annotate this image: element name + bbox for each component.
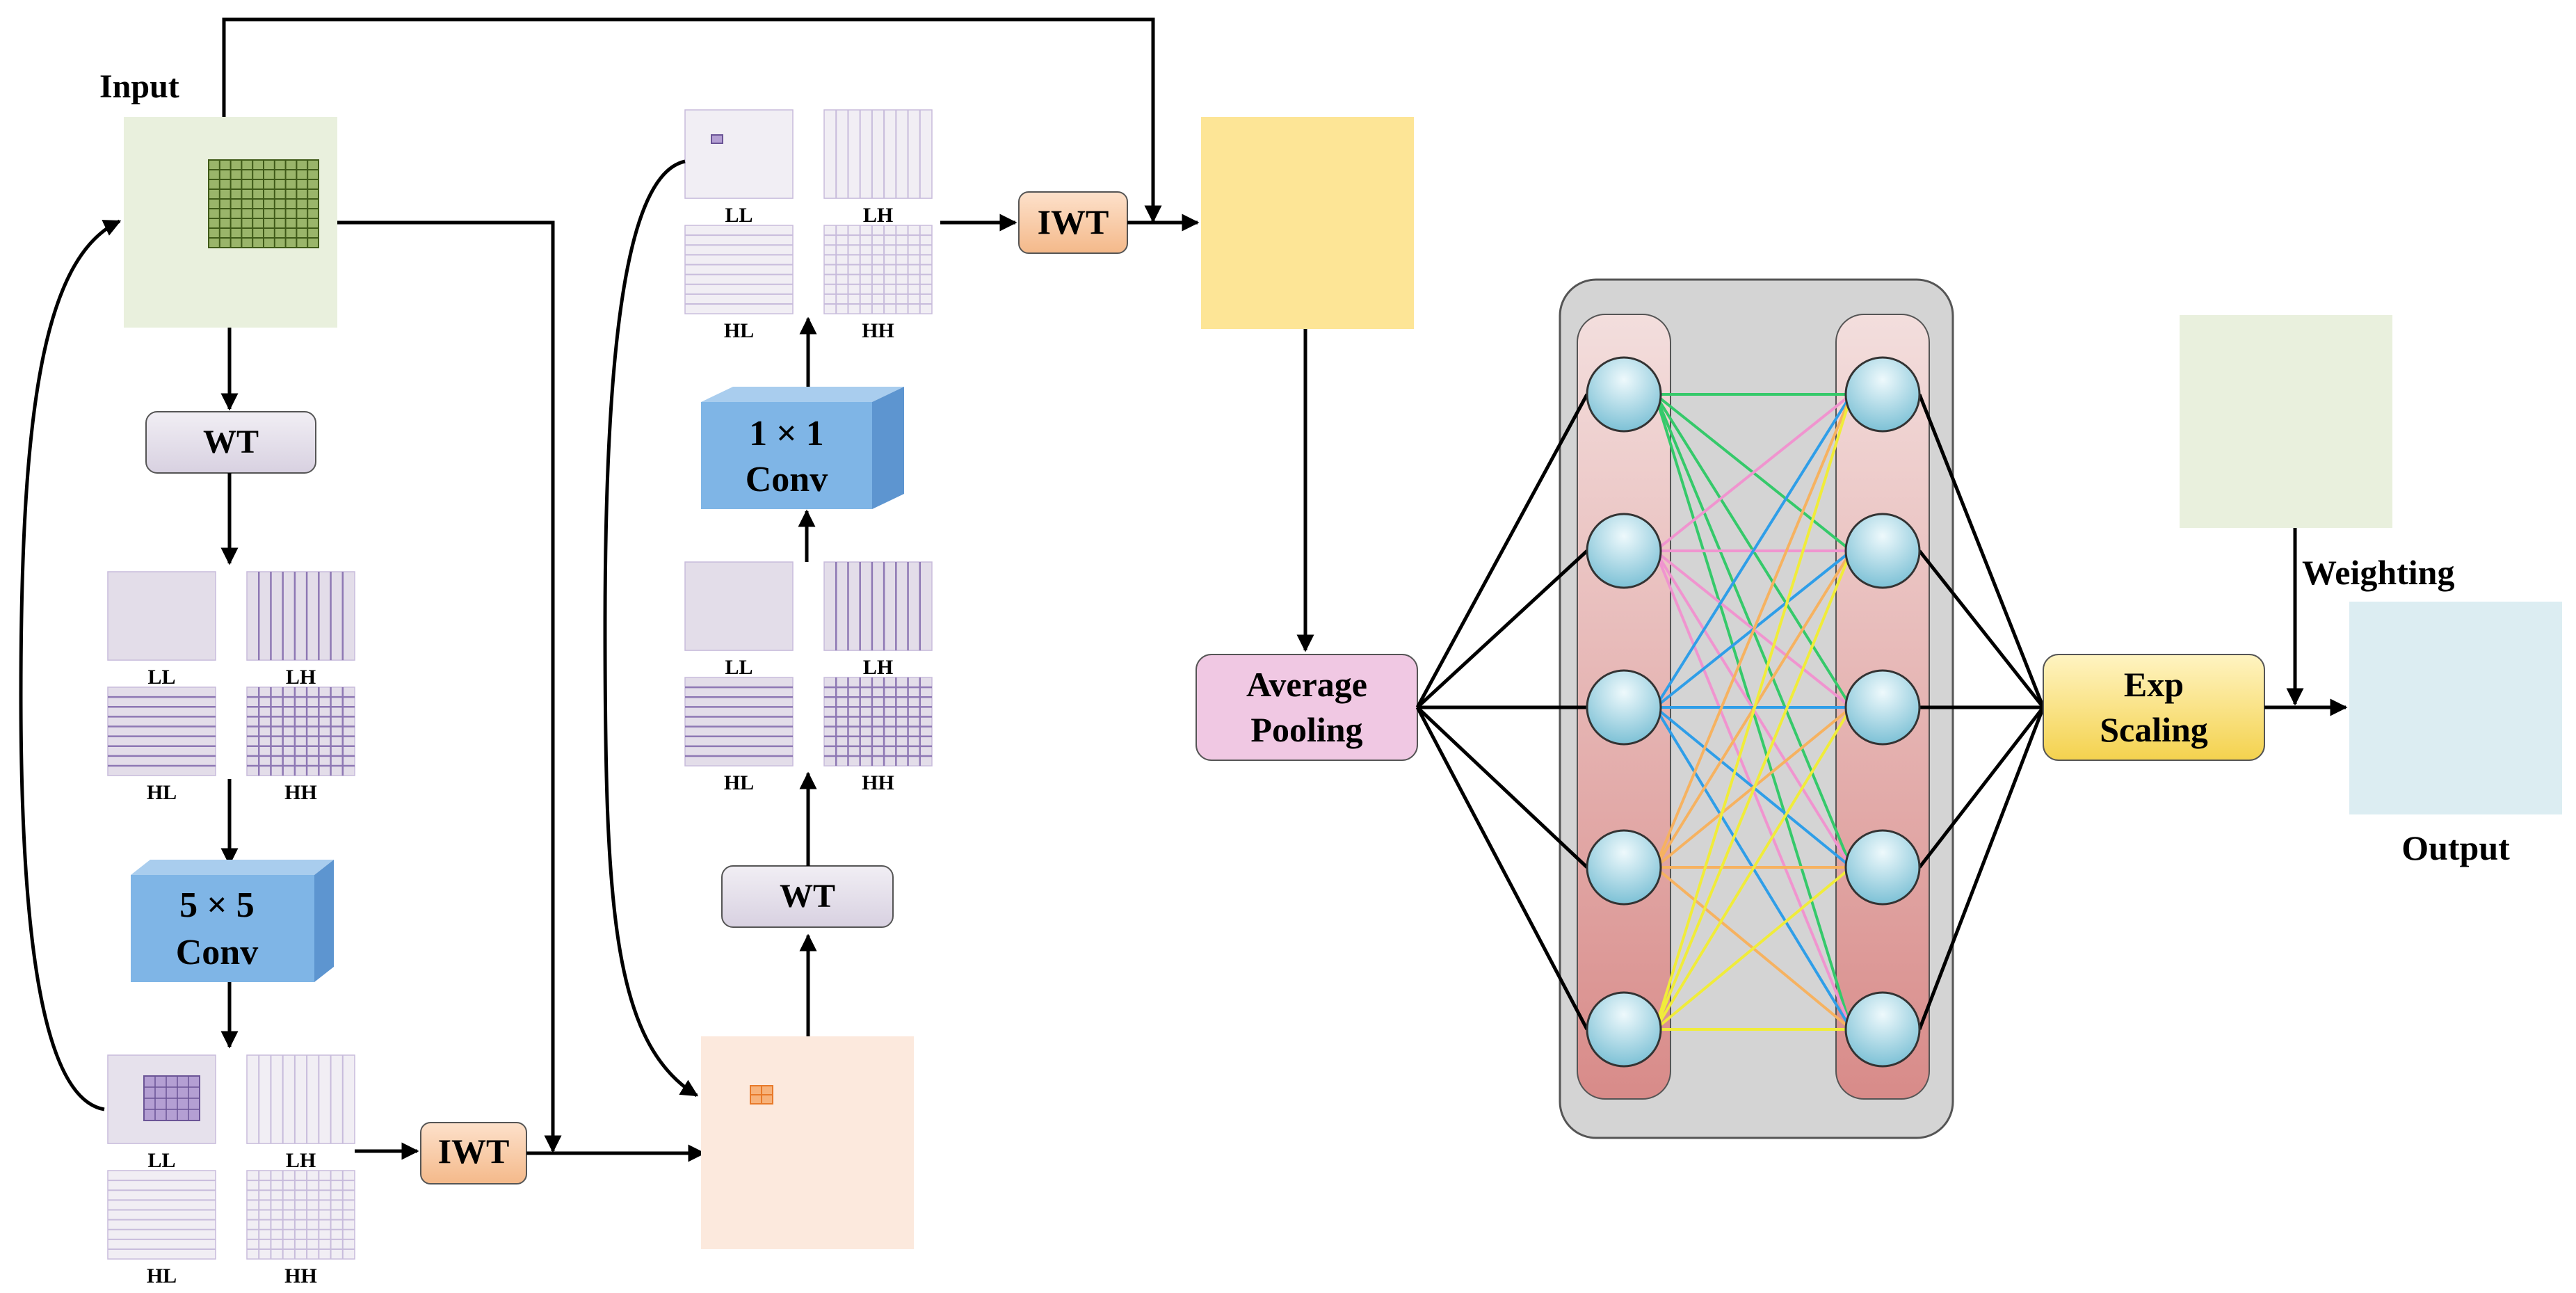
weighting-label: Weighting [2302, 553, 2454, 592]
subband-lh: LH [823, 109, 933, 227]
fc-input-edge [1416, 706, 1588, 869]
wt-mid-label: WT [780, 878, 835, 915]
conv1-label-line2: Conv [746, 460, 828, 499]
subband-label-hh: HH [862, 771, 894, 794]
avgpool-label-line1: Average [1246, 665, 1367, 704]
neuron-right-4 [1844, 829, 1921, 906]
subband-label-hh: HH [862, 319, 894, 342]
neuron-left-3 [1586, 669, 1662, 746]
subband-label-hl: HL [147, 781, 177, 804]
subband-hl: HL [107, 1170, 216, 1287]
conv5-block [131, 860, 334, 982]
weight-map [2180, 315, 2392, 528]
neuron-left-5 [1586, 991, 1662, 1068]
merged-feature-map [701, 1036, 914, 1249]
fc-output-edge [1917, 394, 2045, 708]
fc-input-edge [1416, 549, 1588, 709]
subband-label-ll: LL [147, 666, 175, 689]
subbands-left-conv: LL LH HL HH [107, 1054, 355, 1287]
iwt-top-label: IWT [1038, 202, 1109, 241]
subbands-mid-wt: LL LH HL HH [684, 561, 933, 794]
neuron-right-3 [1844, 669, 1921, 746]
fc-input-edge [1415, 706, 1589, 1031]
subbands-left-wt: LL LH HL HH [107, 571, 355, 804]
conv1-block [701, 387, 904, 509]
fc-edges [1415, 393, 2045, 1031]
subband-label-hl: HL [724, 319, 754, 342]
fc-output-edge [1918, 549, 2045, 709]
recombined-feature-map [1201, 117, 1414, 329]
subband-lh: LH [246, 571, 355, 689]
iwt-bottom-label: IWT [438, 1132, 510, 1171]
subbands-mid-conv: LL LH HL HH [684, 109, 933, 342]
subband-label-lh: LH [286, 1149, 316, 1172]
wt-left-label: WT [203, 424, 259, 460]
subband-label-lh: LH [863, 656, 893, 679]
subband-ll: LL [684, 109, 794, 227]
recursive-arc-left [19, 219, 122, 1111]
subband-hh: HH [823, 677, 933, 794]
subband-hl: HL [684, 225, 794, 342]
conv1-label-line1: 1 × 1 [749, 414, 824, 453]
subband-label-lh: LH [286, 666, 316, 689]
recursive-arc-mid [603, 159, 699, 1098]
output-feature-map [2349, 602, 2562, 814]
output-label: Output [2401, 828, 2510, 867]
fc-input-edge [1415, 393, 1589, 709]
conv5-label-line1: 5 × 5 [179, 885, 255, 925]
subband-lh: LH [246, 1054, 355, 1172]
subband-ll: LL [107, 1054, 216, 1172]
subband-label-lh: LH [863, 204, 893, 227]
skip-connector-input [337, 220, 562, 1153]
subband-label-ll: LL [725, 204, 752, 227]
subband-label-hh: HH [284, 1264, 317, 1287]
subband-label-hl: HL [724, 771, 754, 794]
subband-ll: LL [107, 571, 216, 689]
subband-hh: HH [823, 225, 933, 342]
subband-hh: HH [246, 686, 355, 804]
subband-label-hh: HH [284, 781, 317, 804]
input-label: Input [99, 68, 179, 105]
subband-lh: LH [823, 561, 933, 679]
neuron-left-1 [1586, 356, 1662, 433]
neuron-right-1 [1844, 356, 1921, 433]
subband-hl: HL [107, 686, 216, 804]
fc-output-edge [1918, 706, 2045, 869]
subband-hh: HH [246, 1170, 355, 1287]
neuron-left-2 [1586, 513, 1662, 589]
neuron-right-2 [1844, 513, 1921, 589]
neuron-left-4 [1586, 829, 1662, 906]
fc-output-edge [1917, 707, 2045, 1030]
conv5-label-line2: Conv [176, 933, 258, 972]
subband-hl: HL [684, 677, 794, 794]
subband-label-ll: LL [725, 656, 752, 679]
merged-mark [750, 1085, 773, 1105]
subband-label-ll: LL [147, 1149, 175, 1172]
input-grid [208, 159, 319, 248]
skip-connector-top [222, 17, 1162, 223]
neuron-right-5 [1844, 991, 1921, 1068]
exp-label-line2: Scaling [2100, 710, 2208, 749]
subband-label-hl: HL [147, 1264, 177, 1287]
exp-label-line1: Exp [2124, 665, 2184, 704]
fc-neurons [1586, 356, 1921, 1068]
subband-ll: LL [684, 561, 794, 679]
avgpool-label-line2: Pooling [1250, 710, 1362, 749]
